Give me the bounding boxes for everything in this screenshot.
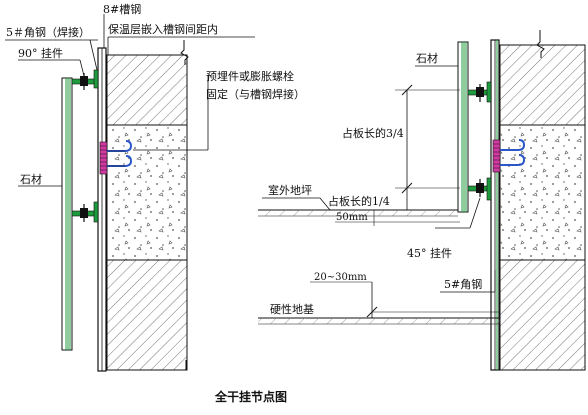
hard-base <box>258 317 500 325</box>
right-hanger-bottom <box>467 177 492 201</box>
label-outdoor-ground: 室外地坪 <box>268 183 312 197</box>
label-angle-5-weld: 5＃角钢（焊接） <box>6 25 90 39</box>
label-one-quarter: 占板长的1/4 <box>328 194 390 208</box>
label-hanger-90: 90° 挂件 <box>18 46 63 60</box>
right-stone-panel <box>457 41 469 213</box>
diagram-caption: 全干挂节点图 <box>214 389 287 404</box>
label-stone-right: 石材 <box>416 51 438 65</box>
left-break-mark-top <box>180 40 189 65</box>
right-embedded-anchor <box>492 139 526 173</box>
dimension-20-30mm <box>310 281 500 318</box>
label-three-quarter: 占板长的3/4 <box>342 126 404 140</box>
right-break-mark-top <box>536 30 545 58</box>
outdoor-ground <box>258 209 458 217</box>
label-hard-base: 硬性地基 <box>270 302 314 316</box>
label-stone-left: 石材 <box>20 172 42 186</box>
dimension-board-length <box>395 84 460 210</box>
left-hanger-top <box>71 69 99 90</box>
label-embedded-line1: 预埋件或膨胀螺栓 <box>206 69 294 83</box>
label-channel-8: 8#槽钢 <box>103 3 141 16</box>
label-insulation-note: 保温层嵌入槽钢间距内 <box>108 22 218 36</box>
dimension-50mm <box>335 210 460 226</box>
left-embedded-anchor <box>99 140 133 175</box>
left-hanger-bottom <box>71 201 99 223</box>
label-dim-50: 50mm <box>336 212 368 223</box>
label-dim-20-30: 20~30mm <box>314 272 367 283</box>
label-angle-5: 5#角钢 <box>444 278 482 291</box>
label-hanger-45: 45° 挂件 <box>407 246 452 260</box>
right-hanger-top <box>467 81 492 103</box>
left-detail: 8#槽钢 5＃角钢（焊接） 90° 挂件 保温层嵌入槽钢间距内 预埋件或膨胀螺栓… <box>5 3 305 372</box>
label-embedded-line2: 固定（与槽钢焊接） <box>206 87 305 101</box>
right-detail: 石材 占板长的3/4 室外地坪 占板长的1/4 50mm 45° 挂件 5#角钢… <box>258 30 586 371</box>
